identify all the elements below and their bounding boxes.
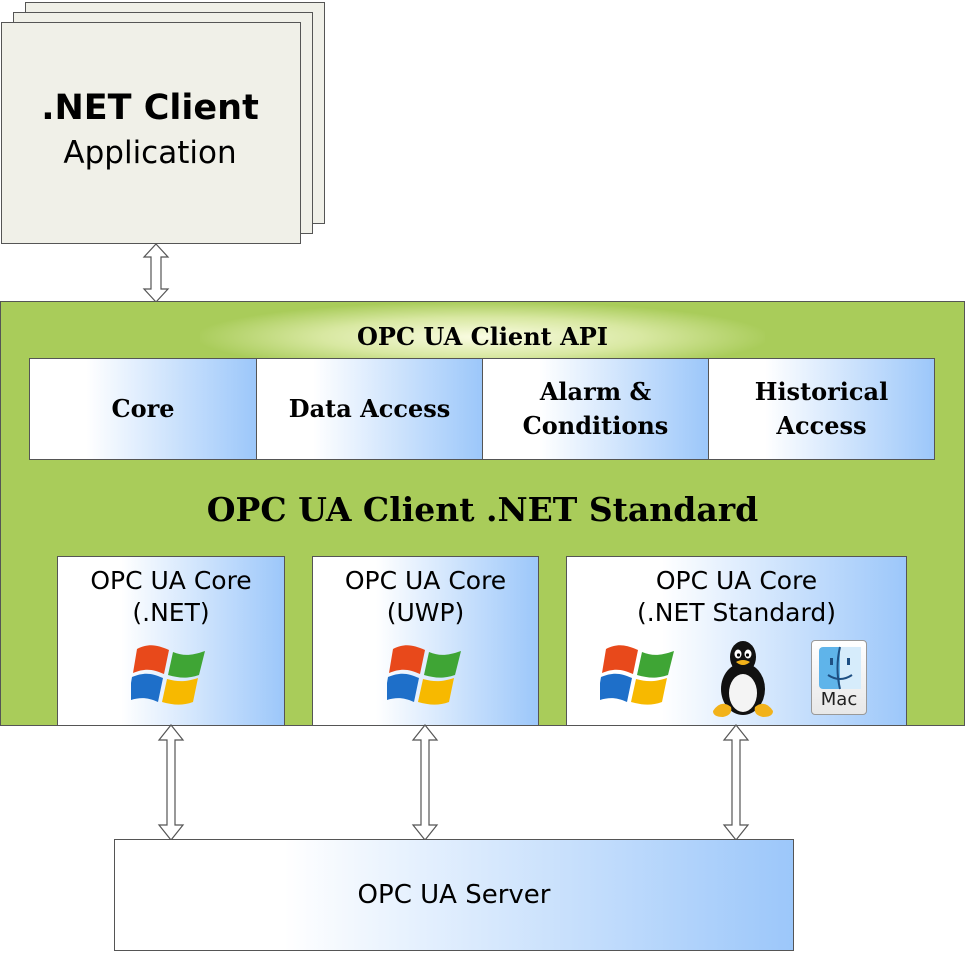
client-subtitle: Application bbox=[63, 135, 237, 171]
api-module-data-access: Data Access bbox=[256, 358, 483, 460]
api-module-historical-access: Historical Access bbox=[708, 358, 935, 460]
api-module-label: Alarm & Conditions bbox=[522, 377, 669, 440]
linux-tux-icon bbox=[713, 641, 773, 717]
client-title: .NET Client bbox=[41, 88, 259, 128]
server-label: OPC UA Server bbox=[357, 880, 551, 910]
client-card-front bbox=[1, 22, 301, 244]
api-module-label: Historical Access bbox=[754, 377, 889, 440]
standard-title: OPC UA Client .NET Standard bbox=[206, 490, 759, 529]
core-uwp: OPC UA Core (UWP) bbox=[312, 556, 539, 726]
api-module-label: Core bbox=[111, 394, 175, 423]
api-title: OPC UA Client API bbox=[357, 322, 608, 351]
api-module-label: Data Access bbox=[288, 394, 451, 423]
double-arrow-icon bbox=[722, 724, 750, 841]
core-label: OPC UA Core (.NET) bbox=[90, 566, 252, 627]
opc-ua-server: OPC UA Server bbox=[114, 839, 794, 951]
core-label: OPC UA Core (.NET Standard) bbox=[637, 566, 836, 627]
double-arrow-icon bbox=[411, 724, 439, 841]
client-application: .NET Client Application bbox=[0, 0, 300, 244]
mac-label: Mac bbox=[820, 689, 858, 710]
windows-logo-icon bbox=[600, 645, 674, 705]
core-dotnet: OPC UA Core (.NET) bbox=[57, 556, 285, 726]
windows-logo-icon bbox=[131, 645, 205, 705]
core-label: OPC UA Core (UWP) bbox=[344, 566, 507, 627]
double-arrow-icon bbox=[142, 243, 170, 303]
api-module-core: Core bbox=[29, 358, 257, 460]
core-dotnet-standard: OPC UA Core (.NET Standard) Mac bbox=[566, 556, 907, 726]
api-module-alarm-conditions: Alarm & Conditions bbox=[482, 358, 709, 460]
windows-logo-icon bbox=[387, 645, 461, 705]
mac-finder-icon: Mac bbox=[811, 640, 867, 715]
double-arrow-icon bbox=[157, 724, 185, 841]
